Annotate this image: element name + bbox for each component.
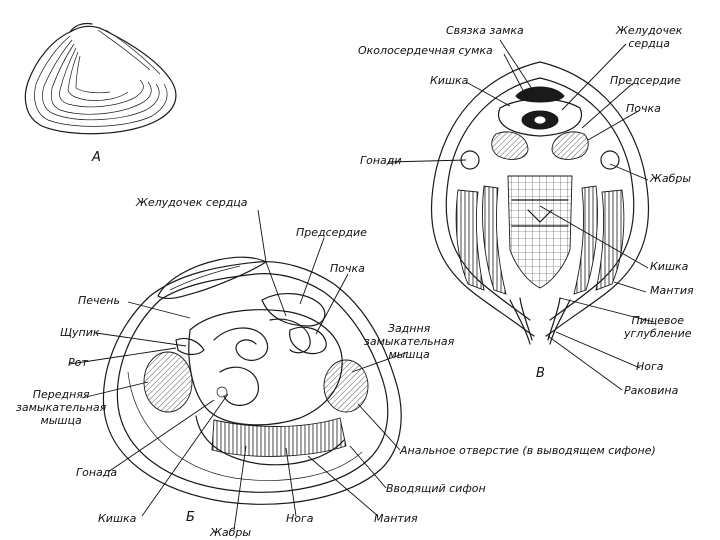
label-kidney-b: Почка [330, 262, 365, 275]
panel-label-b: Б [186, 510, 195, 525]
cross-section [431, 62, 648, 344]
label-pericardium-c: Околосердечная сумка [358, 44, 493, 57]
panel-label-c: В [536, 366, 545, 381]
panel-label-a: А [92, 150, 101, 165]
label-gonads-c: Гонади [360, 154, 402, 167]
label-heart-ventricle-b: Желудочек сердца [136, 196, 248, 209]
label-incurrent-siphon-b: Вводящий сифон [386, 482, 486, 495]
label-anus-b: Анальное отверстие (в выводящем сифоне) [400, 444, 656, 457]
label-foot-c: Нога [636, 360, 664, 373]
label-posterior-adductor-b: Задння замыкательная мышца [364, 322, 454, 361]
label-food-groove-c: Пищевое углубление [624, 314, 692, 340]
label-kidney-c: Почка [626, 102, 661, 115]
label-foot-b: Нога [286, 512, 314, 525]
label-gills-c: Жабры [650, 172, 691, 185]
label-intestine-b: Кишка [98, 512, 136, 525]
label-mouth-b: Рот [68, 356, 88, 369]
label-gills-b: Жабры [210, 526, 251, 539]
label-intestine-c: Кишка [650, 260, 688, 273]
label-mantle-b: Мантия [374, 512, 418, 525]
label-anterior-adductor-b: Передняя замыкательная мышца [16, 388, 106, 427]
label-heart-ventricle-c: Желудочек сердца [616, 24, 682, 50]
shell-exterior [25, 23, 176, 133]
label-gonad-b: Гонада [76, 466, 117, 479]
label-atrium-c: Предсердие [610, 74, 681, 87]
label-hinge-ligament-c: Связка замка [446, 24, 524, 37]
label-liver-b: Печень [78, 294, 120, 307]
label-atrium-b: Предсердие [296, 226, 367, 239]
side-dissection [103, 257, 401, 504]
label-palp-b: Щупик [60, 326, 100, 339]
label-mantle-c: Мантия [650, 284, 694, 297]
label-shell-valve-c: Раковина [624, 384, 678, 397]
label-intestine-top-c: Кишка [430, 74, 468, 87]
